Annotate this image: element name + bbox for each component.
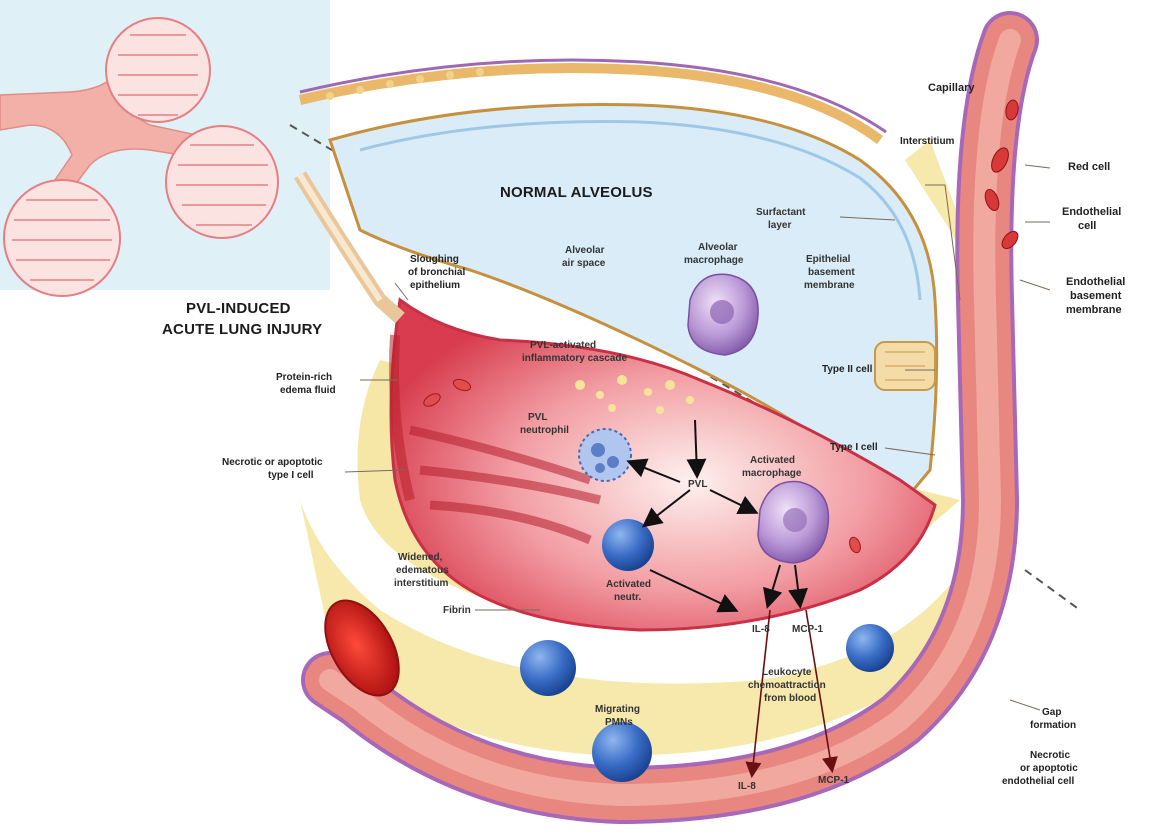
label-alv-macrophage-1: Alveolar [698,242,738,253]
label-migrating-pmns-2: PMNs [605,717,633,728]
alveolar-macrophage-cell [688,274,758,355]
label-capillary: Capillary [928,82,975,94]
label-type-i-cell: Type I cell [830,442,878,453]
label-air-space-1: Alveolar [565,245,605,256]
label-mcp1-blood: MCP-1 [818,775,850,786]
label-endo-bm-2: basement [1070,290,1122,302]
label-widened-1: Widened, [398,552,443,563]
label-migrating-pmns-1: Migrating [595,704,640,715]
label-pvl-neutrophil-2: neutrophil [520,425,569,436]
label-sloughing-2: of bronchial [408,267,465,278]
label-gap-formation-1: Gap [1042,707,1061,718]
label-widened-3: interstitium [394,578,449,589]
heading-normal-alveolus: NORMAL ALVEOLUS [500,184,653,201]
migrating-pmn-2 [592,722,652,782]
activated-macrophage-cell [758,482,828,563]
label-activated-neutrophil-1: Activated [606,579,651,590]
heading-injury-line1: PVL-INDUCED [186,300,291,317]
label-il8: IL-8 [752,624,770,635]
label-protein-rich-2: edema fluid [280,385,336,396]
label-endothelial-cell-2: cell [1078,220,1096,232]
label-cascade-1: PVL-activated [530,340,596,351]
label-activated-neutrophil-2: neutr. [614,592,641,603]
label-protein-rich-1: Protein-rich [276,372,332,383]
label-chemo-1: Leukocyte [762,667,812,678]
label-sloughing-1: Sloughing [410,254,459,265]
label-endo-bm-3: membrane [1066,304,1122,316]
heading-injury-line2: ACUTE LUNG INJURY [162,321,322,338]
type-ii-cell [875,342,935,390]
migrating-pmn-1 [520,640,576,696]
label-alv-macrophage-2: macrophage [684,255,744,266]
label-activated-macrophage-1: Activated [750,455,795,466]
activated-neutrophil-cell [602,519,654,571]
label-epi-bm-2: basement [808,267,855,278]
label-pvl-neutrophil-1: PVL [528,412,547,423]
bronchial-tree-illustration [0,0,330,296]
label-endo-bm-1: Endothelial [1066,276,1125,288]
label-cascade-2: inflammatory cascade [522,353,627,364]
label-air-space-2: air space [562,258,606,269]
label-endothelial-cell-1: Endothelial [1062,206,1121,218]
label-surfactant-2: layer [768,220,791,231]
pvl-neutrophil-cell [579,429,631,481]
label-necrotic-type1-1: Necrotic or apoptotic [222,457,323,468]
label-activated-macrophage-2: macrophage [742,468,802,479]
label-interstitium: Interstitium [900,136,955,147]
label-red-cell: Red cell [1068,161,1110,173]
label-mcp1: MCP-1 [792,624,824,635]
label-necrotic-endo-1: Necrotic [1030,750,1070,761]
label-surfactant-1: Surfactant [756,207,806,218]
label-il8-blood: IL-8 [738,781,756,792]
label-pvl-center: PVL [688,479,707,490]
label-widened-2: edematous [396,565,449,576]
label-necrotic-endo-3: endothelial cell [1002,776,1074,787]
label-epi-bm-3: membrane [804,280,855,291]
label-epi-bm-1: Epithelial [806,254,851,265]
label-sloughing-3: epithelium [410,280,460,291]
label-chemo-2: chemoattraction [748,680,826,691]
label-necrotic-endo-2: or apoptotic [1020,763,1078,774]
label-fibrin: Fibrin [443,605,471,616]
label-type-ii-cell: Type II cell [822,364,873,375]
label-necrotic-type1-2: type I cell [268,470,314,481]
label-gap-formation-2: formation [1030,720,1076,731]
label-chemo-3: from blood [764,693,816,704]
boundary-dashed-line-right [1025,570,1080,610]
interstitial-neutrophil [846,624,894,672]
